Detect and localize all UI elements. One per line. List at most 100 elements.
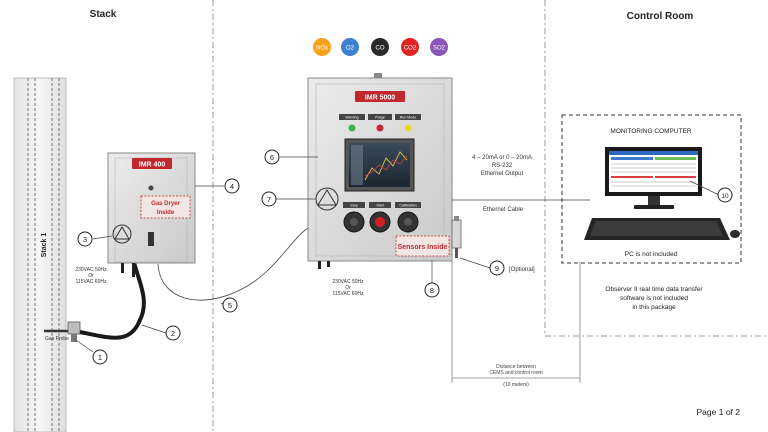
indicator-label-run-mode: Run Mode <box>400 116 417 120</box>
gas-so2-label: SO2 <box>433 46 446 52</box>
callout-7: 7 <box>261 191 277 207</box>
gas-dryer-label-line1: Gas Dryer <box>151 201 180 207</box>
heated-sample-line <box>79 261 146 340</box>
callout-3: 3 <box>77 231 93 247</box>
sensors-label: Sensors Inside <box>398 244 448 251</box>
button-label-calibration: Calibration <box>399 204 416 208</box>
imr-400-title: IMR 400 <box>139 162 166 169</box>
control-room-section-title: Control Room <box>627 11 694 22</box>
imr-400-title-plate <box>132 158 172 169</box>
imr-400-power-line1: 230VAC 50Hz <box>75 267 107 273</box>
imr-5000-power-line2: Or <box>345 285 351 291</box>
button-label-stop-plate <box>343 202 365 208</box>
callout-5: 5 <box>222 297 238 313</box>
purge-lamp <box>376 124 384 132</box>
imr-400-switch <box>148 232 154 246</box>
pc-note: PC is not included <box>625 251 678 258</box>
indicator-label-purge: Purge <box>375 116 385 120</box>
output-text-line3: Ethernet Output <box>481 171 524 177</box>
callout-1: 1 <box>92 349 108 365</box>
imr-5000-connector-mid <box>327 261 330 267</box>
callout-9: 9 <box>489 260 505 276</box>
stack-label: Stack 1 <box>41 233 48 258</box>
warning-lamp <box>348 124 356 132</box>
imr-400-connector-left <box>121 263 124 273</box>
callout-10: 10 <box>717 187 733 203</box>
button-label-stop: Stop <box>350 204 357 208</box>
imr-400-connector-right <box>132 263 135 277</box>
svg-text:4: 4 <box>230 182 234 191</box>
monitoring-computer-title: MONITORING COMPUTER <box>610 128 691 135</box>
computer-keyboard <box>584 218 730 240</box>
observer-note-line2: software is not included <box>620 295 688 302</box>
imr-5000-title: IMR 5000 <box>365 95 395 102</box>
gas-o2-label: O2 <box>346 46 355 52</box>
gas-co-badge <box>371 38 389 56</box>
callout-8: 8 <box>424 282 440 298</box>
stop-button-center <box>350 218 358 226</box>
pump-triangle-icon <box>112 224 132 244</box>
gas-co2-label: CO2 <box>404 46 417 52</box>
imr-400-power-line3: 115VAC 60Hz <box>76 279 107 285</box>
gas-nox-badge <box>313 38 331 56</box>
callout-4: 4 <box>224 178 240 194</box>
sensors-label-box <box>395 235 450 257</box>
svg-text:7: 7 <box>267 195 271 204</box>
stack-section-title: Stack <box>90 9 117 20</box>
callout-6: 6 <box>264 149 280 165</box>
button-label-calibration-plate <box>395 202 421 208</box>
distance-note-line2: CEMS and control room <box>489 370 542 376</box>
svg-text:2: 2 <box>171 329 175 338</box>
svg-text:5: 5 <box>228 301 232 310</box>
svg-text:9: 9 <box>495 264 499 273</box>
gas-dryer-label-box <box>140 195 191 219</box>
monitoring-computer-frame <box>561 114 742 264</box>
callout-2: 2 <box>165 325 181 341</box>
svg-text:10: 10 <box>721 193 729 200</box>
gas-so2-badge <box>430 38 448 56</box>
distance-bracket <box>451 258 581 383</box>
optional-sensor <box>451 216 462 258</box>
connecting-cable <box>157 227 309 301</box>
gas-indicators: NOx O2 CO CO2 SO2 <box>313 38 448 56</box>
svg-text:8: 8 <box>430 286 434 295</box>
stack-chimney <box>13 77 67 432</box>
distance-note-line1: Distance between <box>496 364 536 370</box>
gas-o2-badge <box>341 38 359 56</box>
calibration-button-center <box>404 218 412 226</box>
observer-note-line1: Observer II real time data transfer <box>605 286 703 293</box>
indicator-label-run-mode-plate <box>395 114 421 120</box>
gas-dryer-label-line2: Inside <box>157 210 175 216</box>
imr-400-status-lamp <box>148 185 154 191</box>
button-label-start-plate <box>369 202 391 208</box>
indicator-label-purge-plate <box>368 114 392 120</box>
gas-probe <box>44 321 81 342</box>
gas-co-label: CO <box>376 46 385 52</box>
svg-text:3: 3 <box>83 235 87 244</box>
computer-mouse <box>730 230 740 238</box>
imr-5000-power-line3: 115VAC 60Hz <box>333 291 364 297</box>
distance-note-line3: (10 meters) <box>503 382 529 388</box>
gas-nox-label: NOx <box>316 46 328 52</box>
output-text-line1: 4 – 20mA or 0 – 20mA <box>472 155 532 161</box>
svg-text:1: 1 <box>98 353 102 362</box>
indicator-label-warning: Warning <box>345 116 358 120</box>
ethernet-cable-label: Ethernet Cable <box>483 207 524 213</box>
gas-probe-label: Gas Probe <box>45 336 69 342</box>
imr-5000-title-plate <box>355 91 405 102</box>
button-label-start: Start <box>376 204 384 208</box>
output-text-line2: RS-232 <box>492 163 513 169</box>
indicator-label-warning-plate <box>339 114 365 120</box>
imr-5000-power-line1: 230VAC 50Hz <box>332 279 364 285</box>
callout-leaders <box>75 156 720 353</box>
gas-co2-badge <box>401 38 419 56</box>
imr-400-power-line2: Or <box>88 273 94 279</box>
svg-text:6: 6 <box>270 153 274 162</box>
analyzer-display <box>344 138 415 192</box>
optional-label: [Optional] <box>509 267 535 273</box>
imr-5000-connector-left <box>318 261 321 269</box>
observer-note-line3: in this package <box>632 304 676 311</box>
run-mode-lamp <box>404 124 412 132</box>
start-button-center <box>375 217 385 227</box>
